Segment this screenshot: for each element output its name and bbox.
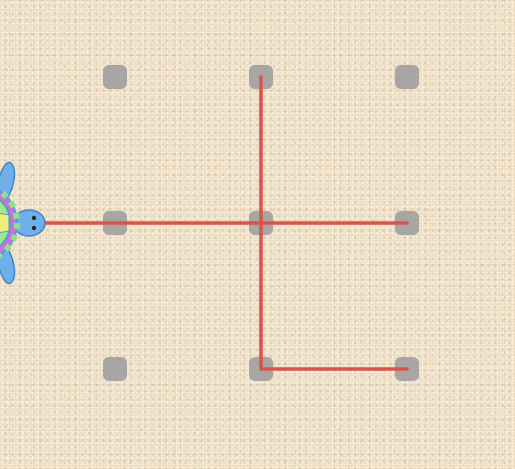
grid-dot	[103, 357, 127, 381]
drawn-path	[25, 75, 409, 371]
sea-turtle-icon[interactable]	[0, 161, 46, 285]
grid-dot	[103, 65, 127, 89]
grid-dot	[395, 65, 419, 89]
